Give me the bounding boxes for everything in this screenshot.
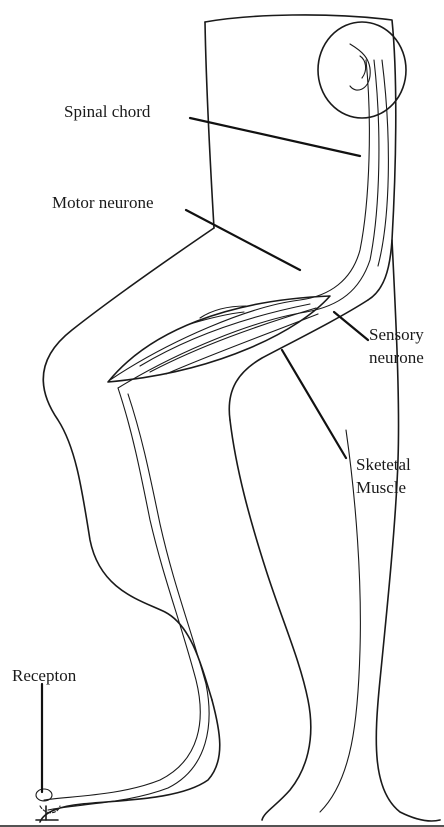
lower-leg-outline <box>40 420 311 822</box>
ground-marker <box>0 806 444 826</box>
label-sensory-line1: Sensory <box>369 325 424 344</box>
sensory-neurone-leader <box>334 312 368 340</box>
leader-lines <box>42 118 368 792</box>
neural-pathway <box>44 60 388 810</box>
skeletal-muscle-leader <box>282 350 346 458</box>
label-skeletal-line1: Sketetal <box>356 455 411 474</box>
motor-neurone-leader <box>186 210 300 270</box>
spinal-chord-leader <box>190 118 360 156</box>
label-sensory-line2: neurone <box>369 348 424 367</box>
torso-outline <box>205 15 396 300</box>
label-motor-neurone: Motor neurone <box>52 193 154 212</box>
label-receptor: Recepton <box>12 666 77 685</box>
thigh-outline <box>43 228 368 700</box>
label-skeletal-line2: Muscle <box>356 478 406 497</box>
label-spinal-chord: Spinal chord <box>64 102 151 121</box>
spinal-segment-circle <box>318 22 406 118</box>
